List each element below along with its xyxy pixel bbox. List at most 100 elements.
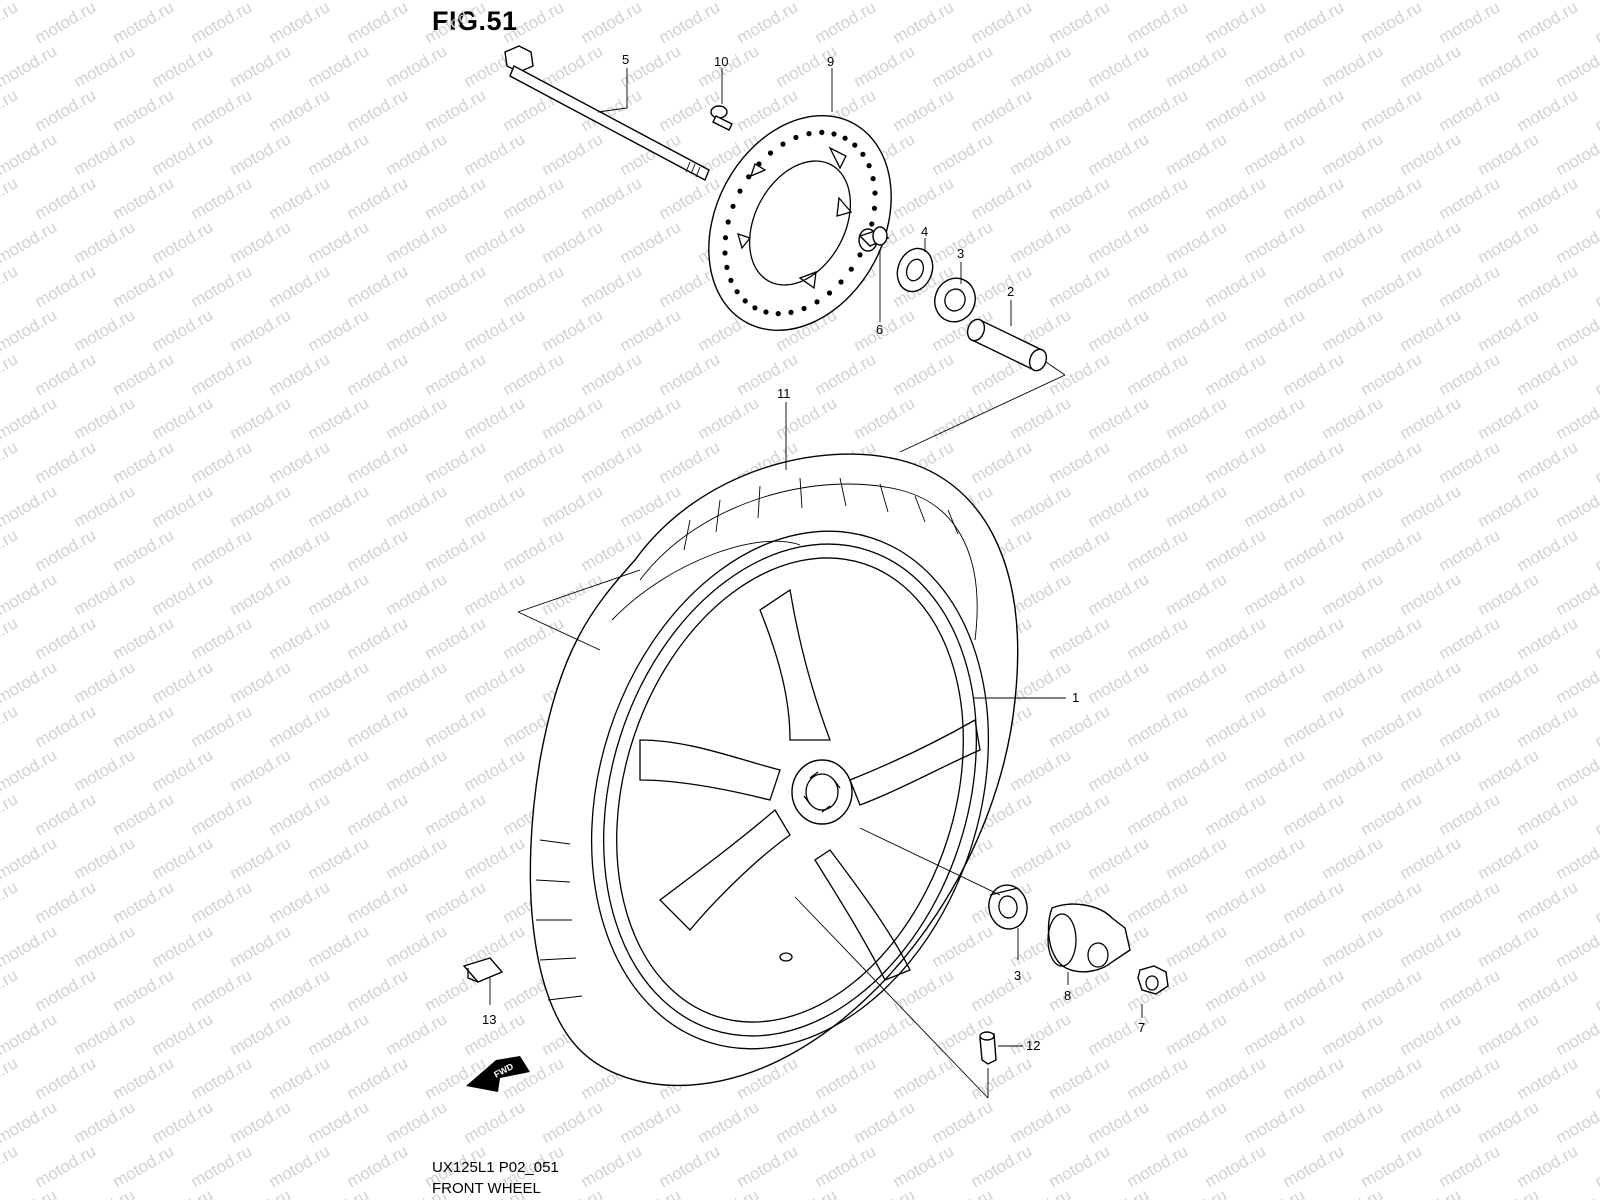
watermark-text: motod.ru [227, 569, 295, 619]
watermark-text: motod.ru [1592, 437, 1600, 487]
disc-hole [722, 235, 729, 241]
watermark-text: motod.ru [1436, 613, 1504, 663]
watermark-text: motod.ru [1436, 173, 1504, 223]
watermark-text: motod.ru [1475, 41, 1543, 91]
watermark-text: motod.ru [500, 261, 568, 311]
watermark-text: motod.ru [1007, 833, 1075, 883]
disc-hole [788, 309, 794, 315]
watermark-text: motod.ru [1319, 129, 1387, 179]
watermark-text: motod.ru [0, 0, 21, 47]
watermark-text: motod.ru [617, 305, 685, 355]
watermark-text: motod.ru [0, 261, 21, 311]
figure-name: FRONT WHEEL [432, 1180, 541, 1197]
disc-hole [848, 266, 854, 272]
watermark-text: motod.ru [1046, 349, 1114, 399]
disc-hole [737, 188, 743, 194]
spacer-part [966, 318, 1048, 372]
watermark-text: motod.ru [1514, 85, 1582, 135]
watermark-text: motod.ru [929, 921, 997, 971]
watermark-text: motod.ru [1592, 261, 1600, 311]
watermark-text: motod.ru [1319, 305, 1387, 355]
watermark-text: motod.ru [71, 305, 139, 355]
watermark-text: motod.ru [1319, 393, 1387, 443]
callout-11: 11 [777, 386, 791, 401]
watermark-text: motod.ru [1163, 305, 1231, 355]
watermark-text: motod.ru [1358, 0, 1426, 47]
watermark-text: motod.ru [1358, 349, 1426, 399]
watermark-text: motod.ru [1085, 1097, 1153, 1147]
watermark-text: motod.ru [1592, 789, 1600, 839]
watermark-text: motod.ru [539, 129, 607, 179]
watermark-text: motod.ru [1514, 613, 1582, 663]
watermark-text: motod.ru [0, 1053, 21, 1103]
watermark-text: motod.ru [0, 41, 60, 91]
watermark-text: motod.ru [1046, 789, 1114, 839]
watermark-text: motod.ru [1241, 393, 1309, 443]
watermark-text: motod.ru [1163, 1009, 1231, 1059]
watermark-text: motod.ru [968, 965, 1036, 1015]
watermark-text: motod.ru [266, 85, 334, 135]
watermark-text: motod.ru [1397, 129, 1465, 179]
watermark-text: motod.ru [1163, 217, 1231, 267]
callout-12: 12 [1026, 1038, 1040, 1053]
watermark-text: motod.ru [305, 569, 373, 619]
watermark-text: motod.ru [383, 217, 451, 267]
watermark-text: motod.ru [32, 349, 100, 399]
watermark-text: motod.ru [0, 349, 21, 399]
watermark-text: motod.ru [1280, 525, 1348, 575]
watermark-text: motod.ru [266, 173, 334, 223]
watermark-text: motod.ru [1358, 437, 1426, 487]
watermark-text: motod.ru [383, 921, 451, 971]
watermark-text: motod.ru [71, 745, 139, 795]
watermark-text: motod.ru [32, 613, 100, 663]
watermark-text: motod.ru [461, 481, 529, 531]
watermark-text: motod.ru [0, 481, 60, 531]
watermark-text: motod.ru [188, 1141, 256, 1191]
watermark-text: motod.ru [227, 745, 295, 795]
watermark-text: motod.ru [1436, 701, 1504, 751]
watermark-text: motod.ru [71, 833, 139, 883]
watermark-text: motod.ru [1163, 569, 1231, 619]
watermark-text: motod.ru [1163, 41, 1231, 91]
figure-title: FIG.51 [432, 6, 518, 36]
watermark-text: motod.ru [617, 1097, 685, 1147]
watermark-text: motod.ru [461, 393, 529, 443]
watermark-text: motod.ru [32, 1053, 100, 1103]
watermark-text: motod.ru [227, 657, 295, 707]
watermark-text: motod.ru [1553, 833, 1600, 883]
watermark-text: motod.ru [1319, 569, 1387, 619]
watermark-text: motod.ru [1280, 1141, 1348, 1191]
watermark-text: motod.ru [1046, 525, 1114, 575]
watermark-text: motod.ru [0, 921, 60, 971]
watermark-text: motod.ru [1319, 1097, 1387, 1147]
watermark-text: motod.ru [1202, 877, 1270, 927]
disc-hole [814, 299, 820, 305]
watermark-text: motod.ru [0, 833, 60, 883]
watermark-text: motod.ru [1124, 525, 1192, 575]
callout-5: 5 [622, 52, 629, 67]
watermark-text: motod.ru [1397, 657, 1465, 707]
watermark-text: motod.ru [1085, 1185, 1153, 1200]
watermark-text: motod.ru [1592, 1053, 1600, 1103]
watermark-text: motod.ru [1241, 745, 1309, 795]
watermark-text: motod.ru [1124, 0, 1192, 47]
balancer-weight-part [462, 957, 504, 983]
watermark-text: motod.ru [968, 1141, 1036, 1191]
watermark-text: motod.ru [1319, 41, 1387, 91]
watermark-text: motod.ru [929, 41, 997, 91]
watermark-text: motod.ru [578, 261, 646, 311]
watermark-text: motod.ru [1085, 481, 1153, 531]
watermark-text: motod.ru [1319, 745, 1387, 795]
watermark-text: motod.ru [32, 789, 100, 839]
watermark-text: motod.ru [1319, 1185, 1387, 1200]
watermark-text: motod.ru [1124, 437, 1192, 487]
watermark-text: motod.ru [1241, 129, 1309, 179]
watermark-text: motod.ru [1124, 173, 1192, 223]
watermark-text: motod.ru [929, 1185, 997, 1200]
watermark-text: motod.ru [32, 85, 100, 135]
watermark-text: motod.ru [1163, 481, 1231, 531]
watermark-text: motod.ru [578, 0, 646, 47]
watermark-text: motod.ru [110, 1141, 178, 1191]
watermark-text: motod.ru [266, 349, 334, 399]
watermark-text: motod.ru [1475, 217, 1543, 267]
